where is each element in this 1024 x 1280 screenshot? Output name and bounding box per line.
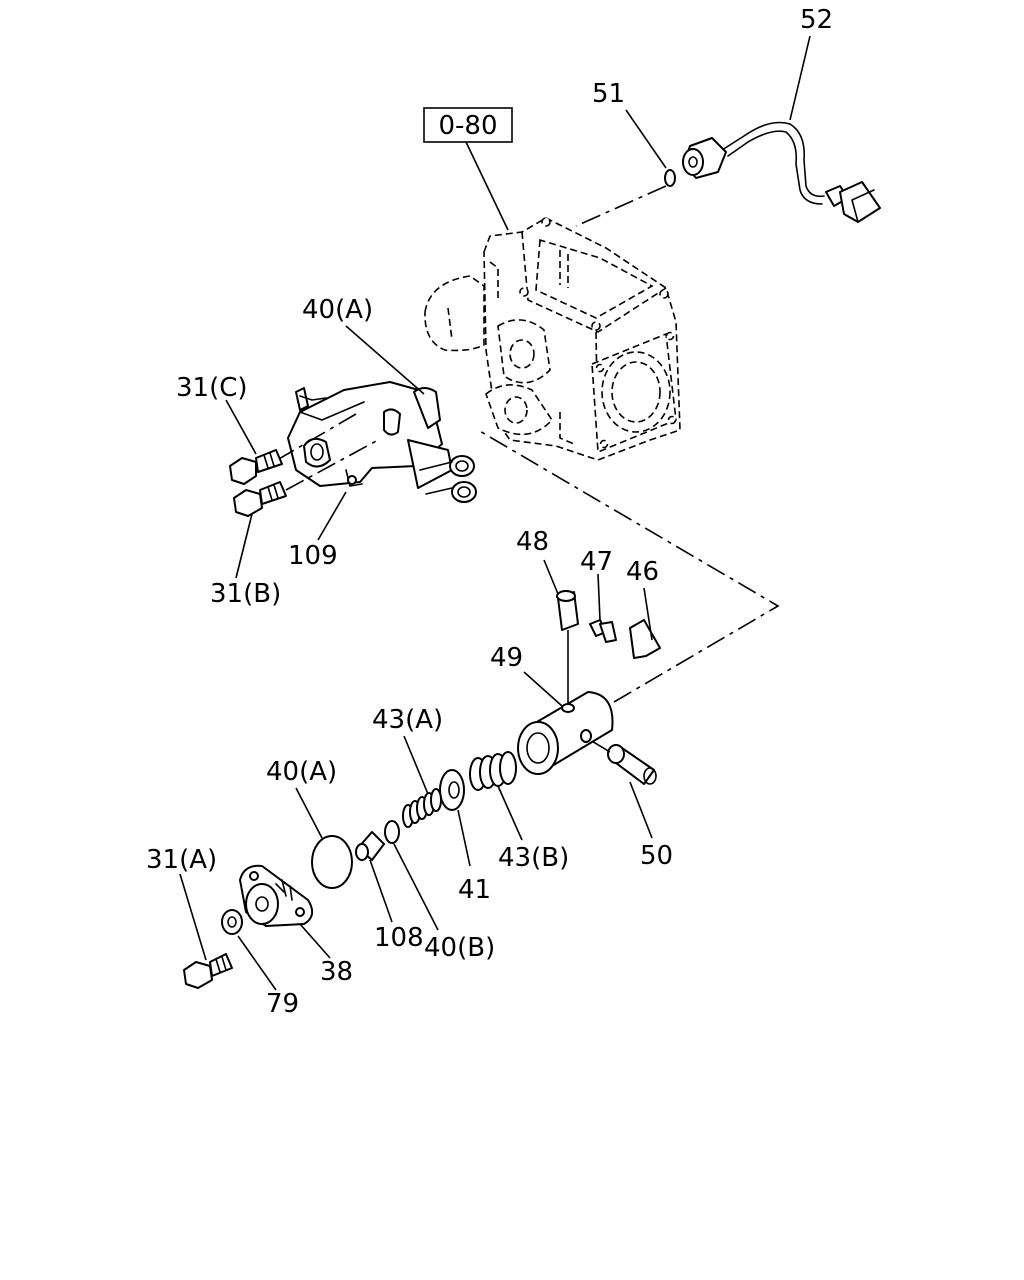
label-50: 50: [640, 841, 673, 871]
reference-label: 0-80: [438, 111, 497, 141]
plug-108: [355, 831, 393, 923]
label-47: 47: [580, 547, 613, 577]
label-109: 109: [288, 541, 338, 571]
washer-41: [439, 769, 471, 867]
label-31b: 31(B): [210, 579, 281, 609]
label-41: 41: [458, 875, 491, 905]
label-40a-lower: 40(A): [266, 757, 337, 787]
spring-43b: [469, 751, 523, 841]
pin-48: [543, 559, 579, 706]
gasket-40a-lower: [295, 787, 353, 889]
label-38: 38: [320, 957, 353, 987]
sleeve-49: [477, 429, 780, 775]
sensor-harness-52: [682, 35, 881, 223]
label-40a-top: 40(A): [302, 295, 373, 325]
label-31a: 31(A): [146, 845, 217, 875]
reference-box-0-80: 0-80: [423, 107, 513, 231]
screw-47: [589, 573, 617, 643]
label-48: 48: [516, 527, 549, 557]
part-labels: 52 51 40(A) 31(C) 109 31(B) 48 47 46 49 …: [146, 5, 833, 1019]
label-31c: 31(C): [176, 373, 248, 403]
label-40b: 40(B): [424, 933, 495, 963]
label-49: 49: [490, 643, 523, 673]
pump-body-109: [287, 381, 477, 541]
label-43a: 43(A): [372, 705, 443, 735]
bolt-31a: [179, 873, 233, 989]
key-46: [629, 587, 661, 659]
label-79: 79: [266, 989, 299, 1019]
label-51: 51: [592, 79, 625, 109]
label-46: 46: [626, 557, 659, 587]
governor-housing: [424, 217, 681, 461]
label-52: 52: [800, 5, 833, 35]
label-43b: 43(B): [498, 843, 569, 873]
o-ring-51: [575, 109, 676, 227]
bolt-31b: [233, 439, 379, 579]
label-108: 108: [374, 923, 424, 953]
spring-43a: [402, 735, 442, 828]
washer-79: [221, 909, 277, 991]
shaft-50: [589, 739, 657, 839]
o-ring-40b: [384, 820, 439, 931]
bolt-31c: [225, 399, 283, 485]
cover-38: [239, 864, 331, 959]
